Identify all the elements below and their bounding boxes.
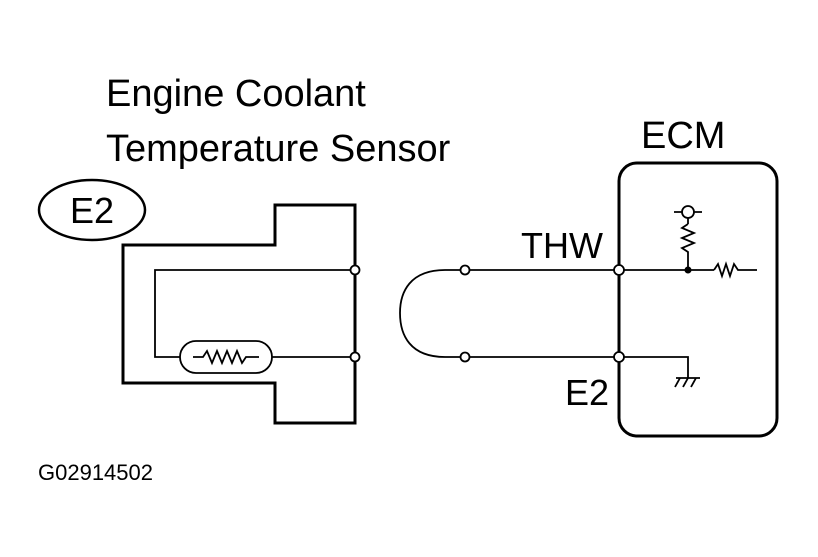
ecm-box xyxy=(617,161,779,438)
ecm-internal-resistor-icon xyxy=(713,261,757,279)
harness-terminal-upper xyxy=(459,264,471,276)
sensor-housing xyxy=(121,203,357,425)
ecm-label: ECM xyxy=(641,115,725,157)
connector-badge-ellipse xyxy=(37,178,147,242)
harness-loop xyxy=(399,269,465,358)
connector-label: E2 xyxy=(70,190,114,231)
terminal-thw-label: THW xyxy=(521,225,603,266)
sensor-internal-wiring xyxy=(154,269,355,358)
pull-up-supply-icon xyxy=(674,205,702,270)
connector-badge: E2 xyxy=(37,178,147,242)
sensor-title-line1: Engine Coolant xyxy=(106,73,366,115)
ecm-terminal-e2 xyxy=(613,351,625,363)
figure-code: G02914502 xyxy=(38,460,153,485)
sensor-terminal-lower xyxy=(349,351,361,363)
thermistor-icon xyxy=(179,340,273,374)
sensor-title-line2: Temperature Sensor xyxy=(106,128,451,170)
junction-dot xyxy=(684,266,692,274)
ecm-terminal-thw xyxy=(613,264,625,276)
harness-terminal-lower xyxy=(459,351,471,363)
sensor-terminal-upper xyxy=(349,264,361,276)
ground-icon xyxy=(674,377,700,388)
terminal-e2-label: E2 xyxy=(565,372,609,413)
ecm-internal-e2-line xyxy=(624,356,689,378)
